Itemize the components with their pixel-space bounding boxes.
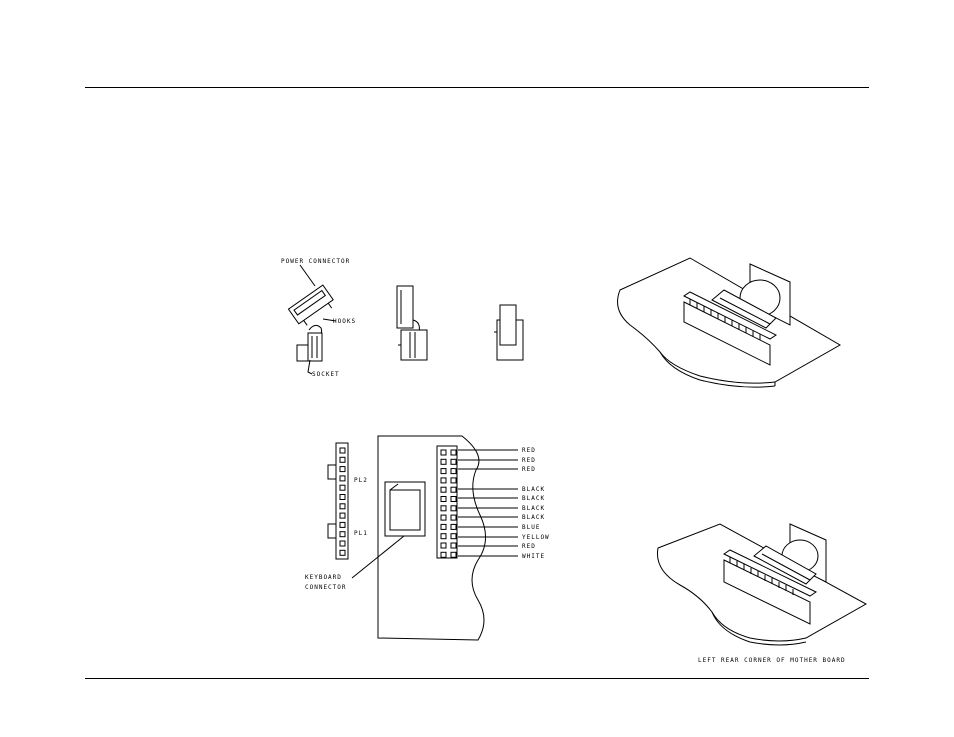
socket-pin: [450, 496, 457, 502]
side-pin: [339, 466, 346, 473]
socket-pin: [440, 458, 447, 465]
pl1-label: PL1: [354, 530, 368, 537]
socket-pin: [450, 542, 457, 549]
wire-label: RED: [522, 543, 536, 550]
wire-label: RED: [522, 466, 536, 473]
socket-pin: [440, 542, 447, 549]
socket-pin: [450, 449, 457, 456]
side-pin: [339, 512, 346, 519]
socket-pin: [440, 486, 447, 493]
socket-pin: [440, 449, 447, 456]
side-pin: [339, 521, 346, 528]
side-pin: [339, 447, 346, 454]
motherboard-outline: [377, 435, 486, 641]
wire-labels: RED RED RED BLACK BLACK BLACK BLACK BLUE…: [458, 447, 550, 560]
socket-pin: [440, 514, 447, 521]
socket-pin: [450, 468, 457, 475]
pin-row-bottom: [729, 557, 794, 595]
socket-pin: [440, 496, 447, 502]
pin-row-top: [689, 299, 761, 340]
side-pin: [339, 531, 346, 538]
socket-pin: [450, 486, 457, 493]
side-pin: [339, 503, 346, 510]
side-pin: [339, 475, 346, 482]
wire-label: BLACK: [522, 495, 545, 502]
socket-pin: [440, 468, 447, 475]
pl2-label: PL2: [354, 477, 368, 484]
upright-connector-figure: [396, 285, 428, 361]
side-pin: [339, 549, 346, 556]
side-pin: [339, 494, 346, 500]
socket-pin: [440, 551, 447, 558]
wire-label: BLACK: [522, 486, 545, 493]
top-rule: [85, 87, 869, 88]
bottom-rule: [85, 678, 869, 679]
hooks-label: HOOKS: [333, 318, 356, 325]
keyboard-label-line2: CONNECTOR: [305, 584, 347, 591]
keyboard-label-line1: KEYBOARD: [305, 574, 342, 581]
socket-label: SOCKET: [312, 371, 340, 378]
socket-pin: [440, 505, 447, 512]
wire-label: WHITE: [522, 553, 545, 560]
wire-label: RED: [522, 447, 536, 454]
wire-label: RED: [522, 457, 536, 464]
power-connector-label: POWER CONNECTOR: [281, 258, 350, 265]
socket-pin: [440, 533, 447, 540]
side-pin: [339, 456, 346, 463]
seated-connector-figure: [494, 304, 524, 361]
board-isometric-bottom: LEFT REAR CORNER OF MOTHER BOARD: [656, 523, 868, 664]
keyboard-connector: KEYBOARD CONNECTOR: [305, 481, 426, 591]
socket-pin: [450, 505, 457, 512]
wire-label: BLUE: [522, 524, 540, 531]
wire-label: BLACK: [522, 505, 545, 512]
plug-side-view: PL2 PL1: [327, 442, 368, 560]
socket-pin: [450, 523, 457, 530]
figure-caption: LEFT REAR CORNER OF MOTHER BOARD: [698, 657, 846, 664]
socket-pin: [450, 458, 457, 465]
socket-pin: [450, 477, 457, 484]
side-pin: [339, 484, 346, 491]
wire-label: BLACK: [522, 514, 545, 521]
tilted-connector-figure: POWER CONNECTOR HOOKS SOCKET: [281, 258, 356, 378]
socket-pin: [450, 533, 457, 540]
socket-pin: [450, 551, 457, 558]
socket-pin: [440, 477, 447, 484]
pl-socket-strip: [436, 445, 458, 559]
side-pin: [339, 540, 346, 547]
socket-pin: [450, 514, 457, 521]
socket-pin: [440, 523, 447, 530]
wire-label: YELLOW: [522, 534, 550, 541]
board-isometric-top: [617, 257, 842, 388]
